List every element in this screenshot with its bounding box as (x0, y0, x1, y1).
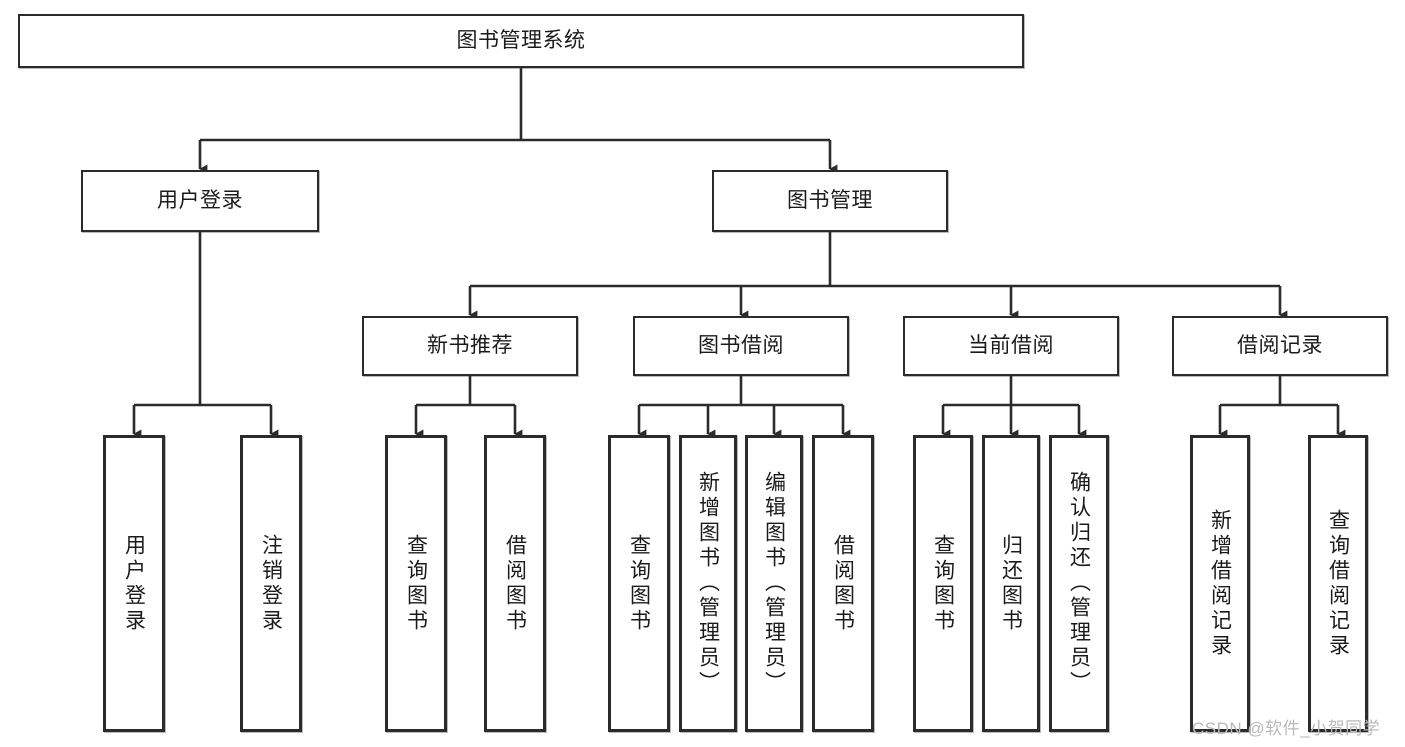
node-label: 注销登录 (259, 533, 283, 634)
node-label: 新增图书（管理员） (696, 471, 720, 696)
node-current-borrow[interactable]: 当前借阅 (903, 316, 1119, 376)
node-leaf-query-record[interactable]: 查询借阅记录 (1308, 435, 1368, 732)
node-label: 借阅记录 (1237, 334, 1323, 358)
node-label: 编辑图书（管理员） (762, 471, 786, 696)
node-leaf-user-login[interactable]: 用户登录 (103, 435, 165, 732)
watermark-credit: CSDN @软件_小贺同学 (1192, 719, 1381, 738)
node-book-borrow[interactable]: 图书借阅 (633, 316, 849, 376)
node-label: 用户登录 (157, 189, 243, 213)
node-leaf-borrow-book-2[interactable]: 借阅图书 (812, 435, 874, 732)
node-label: 用户登录 (122, 533, 146, 634)
node-leaf-edit-book[interactable]: 编辑图书（管理员） (745, 435, 803, 732)
node-label: 查询图书 (404, 533, 428, 634)
node-label: 查询图书 (931, 533, 955, 634)
node-label: 当前借阅 (968, 334, 1054, 358)
node-leaf-return-book[interactable]: 归还图书 (982, 435, 1040, 732)
node-borrow-record[interactable]: 借阅记录 (1172, 316, 1388, 376)
node-user-login[interactable]: 用户登录 (81, 170, 319, 232)
node-label: 新增借阅记录 (1208, 508, 1232, 659)
node-label: 确认归还（管理员） (1067, 471, 1091, 696)
node-leaf-query-book-3[interactable]: 查询图书 (913, 435, 973, 732)
node-label: 借阅图书 (503, 533, 527, 634)
node-label: 归还图书 (999, 533, 1023, 634)
node-leaf-confirm-return[interactable]: 确认归还（管理员） (1049, 435, 1109, 732)
node-label: 借阅图书 (831, 533, 855, 634)
node-root-system[interactable]: 图书管理系统 (18, 14, 1024, 68)
node-leaf-logout[interactable]: 注销登录 (240, 435, 302, 732)
edge-group (132, 68, 1346, 439)
node-label: 图书借阅 (698, 334, 784, 358)
node-new-book-recommend[interactable]: 新书推荐 (362, 316, 578, 376)
node-leaf-add-record[interactable]: 新增借阅记录 (1190, 435, 1250, 732)
node-leaf-borrow-book-1[interactable]: 借阅图书 (484, 435, 546, 732)
node-label: 查询借阅记录 (1326, 508, 1350, 659)
node-label: 新书推荐 (427, 334, 513, 358)
node-leaf-add-book[interactable]: 新增图书（管理员） (679, 435, 737, 732)
node-label: 查询图书 (627, 533, 651, 634)
node-leaf-query-book-2[interactable]: 查询图书 (608, 435, 670, 732)
node-book-management[interactable]: 图书管理 (712, 170, 948, 232)
node-label: 图书管理 (787, 189, 873, 213)
node-leaf-query-book-1[interactable]: 查询图书 (385, 435, 447, 732)
node-label: 图书管理系统 (456, 29, 586, 53)
